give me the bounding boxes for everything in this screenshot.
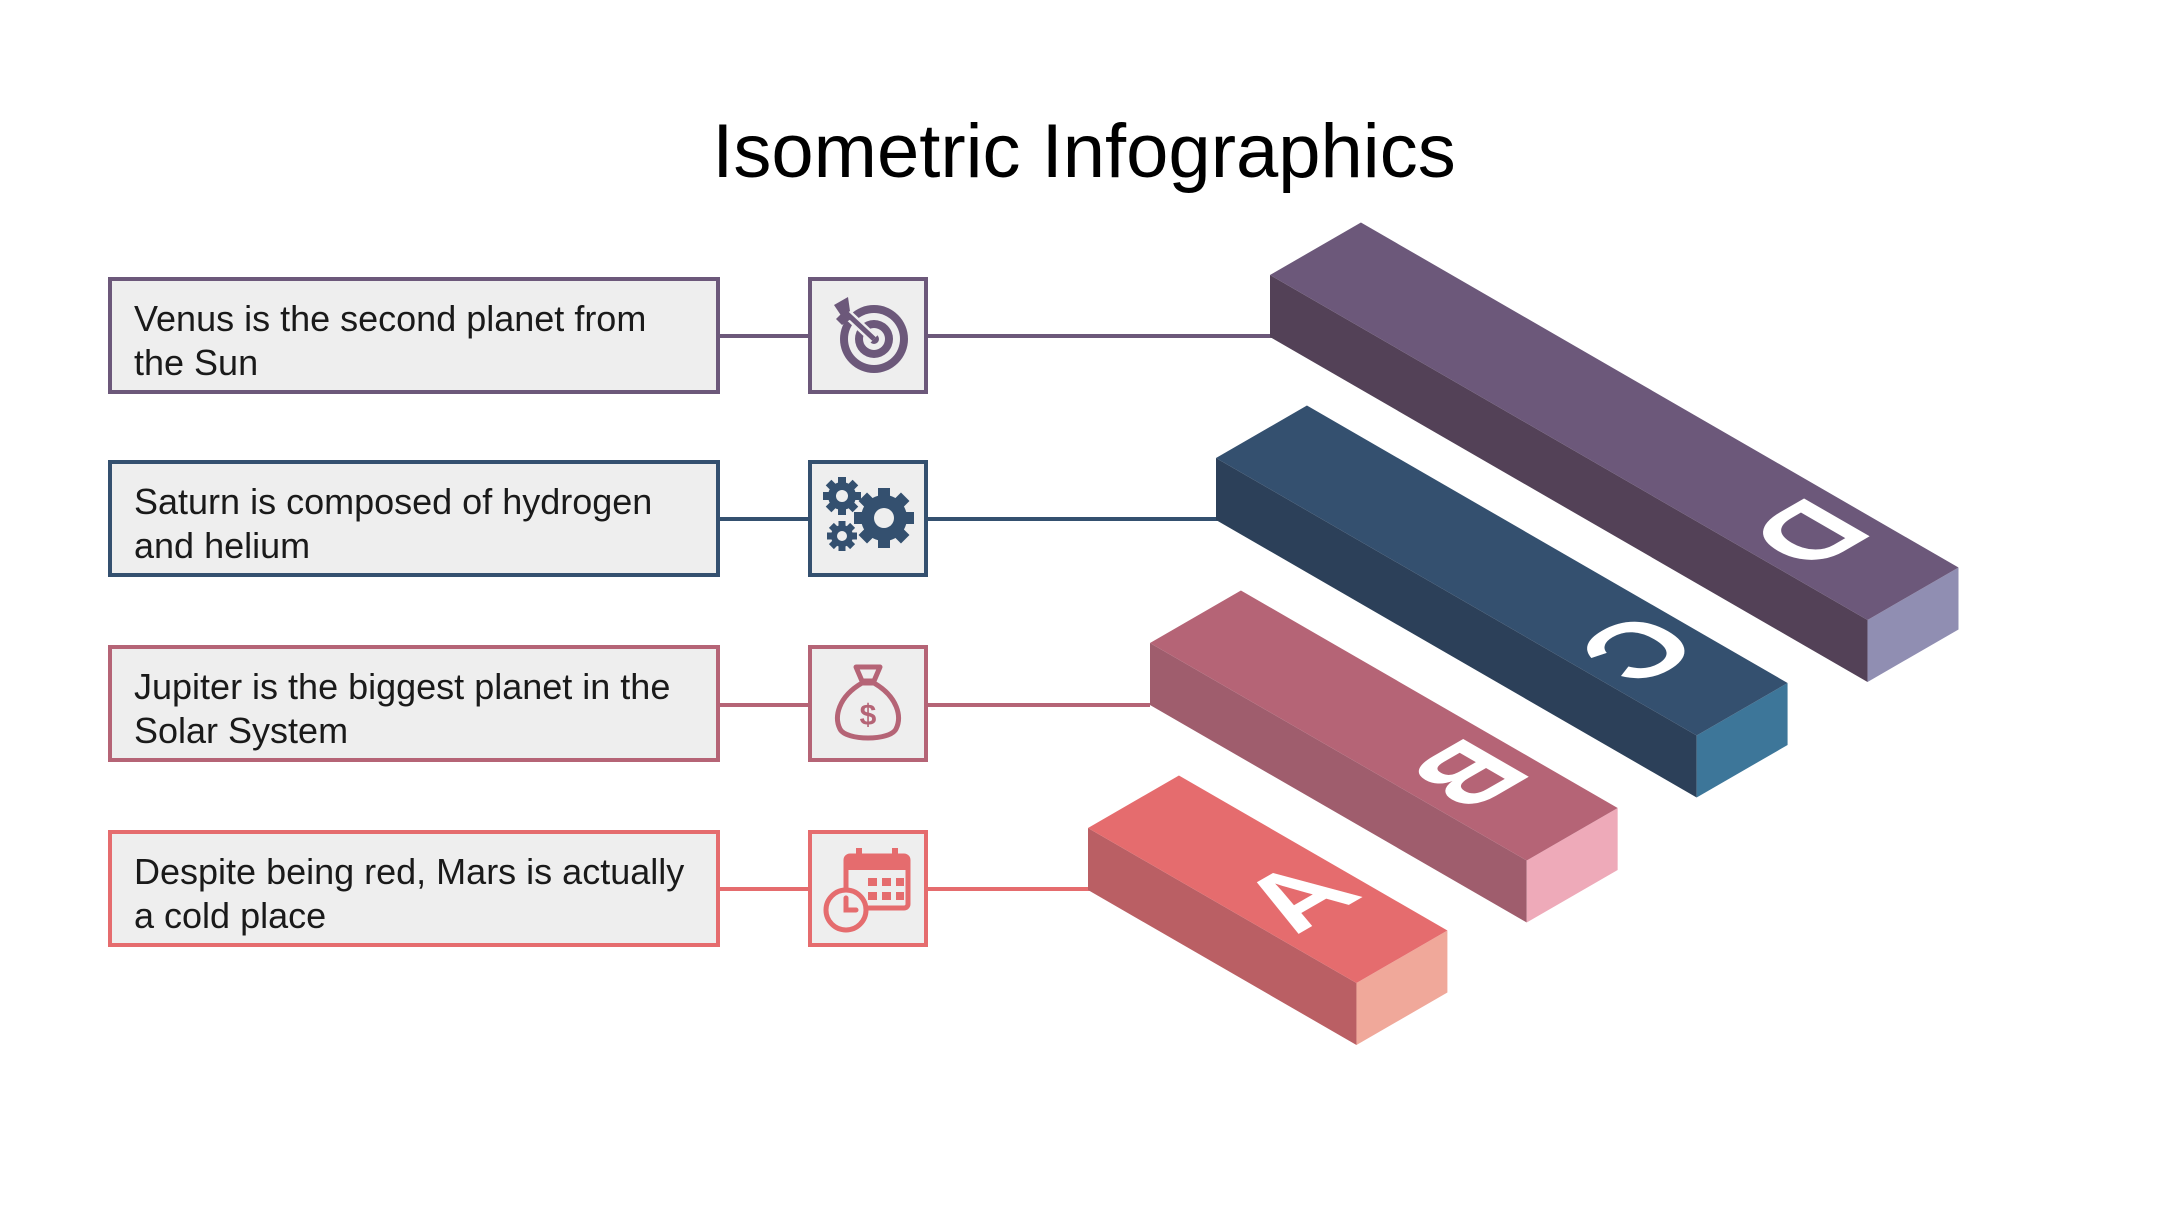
money-bag-icon: $ bbox=[835, 664, 901, 741]
icon-box-a bbox=[808, 830, 928, 947]
gears-icon bbox=[823, 477, 914, 551]
bar-end-face-c bbox=[1696, 683, 1788, 798]
page-title: Isometric Infographics bbox=[712, 109, 1456, 194]
target-icon bbox=[834, 297, 908, 373]
svg-text:$: $ bbox=[860, 699, 877, 732]
connector-line-b bbox=[720, 703, 1150, 707]
text-card-c: Saturn is composed of hydrogen and heliu… bbox=[108, 460, 720, 577]
card-text-d: Venus is the second planet from the Sun bbox=[134, 298, 647, 383]
card-text-b: Jupiter is the biggest planet in the Sol… bbox=[134, 666, 671, 751]
icon-box-c bbox=[808, 460, 928, 577]
text-card-a: Despite being red, Mars is actually a co… bbox=[108, 830, 720, 947]
bar-end-face-d bbox=[1867, 567, 1959, 682]
connector-line-d bbox=[720, 334, 1272, 338]
text-card-d: Venus is the second planet from the Sun bbox=[108, 277, 720, 394]
bar-top-face-c bbox=[1216, 405, 1788, 736]
bar-end-face-a bbox=[1356, 930, 1448, 1045]
card-text-a: Despite being red, Mars is actually a co… bbox=[134, 851, 685, 936]
bar-side-face-d bbox=[1270, 275, 1868, 682]
card-text-c: Saturn is composed of hydrogen and heliu… bbox=[134, 481, 653, 566]
icon-box-b: $ bbox=[808, 645, 928, 762]
bar-end-face-b bbox=[1526, 808, 1618, 923]
icon-box-d bbox=[808, 277, 928, 394]
bar-top-face-b bbox=[1150, 590, 1618, 861]
text-card-b: Jupiter is the biggest planet in the Sol… bbox=[108, 645, 720, 762]
bar-side-face-a bbox=[1088, 828, 1357, 1045]
bar-side-face-c bbox=[1216, 458, 1697, 798]
calendar-clock-icon bbox=[823, 848, 911, 933]
bar-top-face-a bbox=[1088, 775, 1448, 983]
bar-top-face-d bbox=[1270, 222, 1959, 620]
connector-line-c bbox=[720, 517, 1220, 521]
bar-side-face-b bbox=[1150, 643, 1527, 923]
